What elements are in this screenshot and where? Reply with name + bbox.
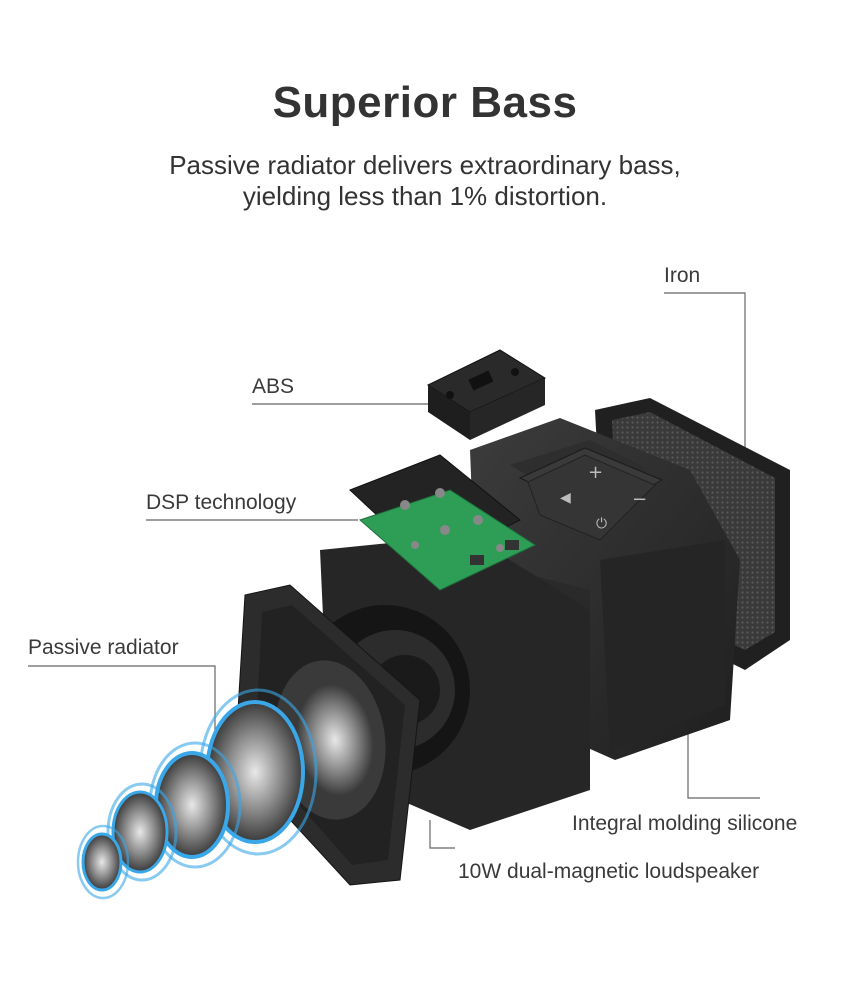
subtitle-line-2: yielding less than 1% distortion. (242, 181, 608, 211)
dsp-board (349, 454, 537, 591)
bass-wave-discs (76, 688, 318, 900)
label-passive-radiator: Passive radiator (28, 636, 179, 659)
subtitle-line-1: Passive radiator delivers extraordinary … (169, 150, 681, 180)
label-abs: ABS (252, 375, 295, 398)
volume-down-icon: − (632, 489, 647, 510)
label-dsp-technology: DSP technology (146, 491, 297, 514)
wave-disc-4 (76, 824, 130, 900)
label-iron: Iron (664, 264, 701, 287)
power-icon: ⏻ (596, 516, 607, 532)
volume-up-icon: + (588, 462, 603, 483)
page-subtitle: Passive radiator delivers extraordinary … (0, 150, 850, 212)
leader-lines (28, 292, 760, 849)
label-loudspeaker: 10W dual-magnetic loudspeaker (458, 860, 760, 883)
page-title: Superior Bass (272, 78, 578, 127)
prev-icon: ◀ (560, 490, 571, 506)
label-integral-molding-silicone: Integral molding silicone (572, 812, 798, 835)
abs-bracket (426, 349, 547, 440)
